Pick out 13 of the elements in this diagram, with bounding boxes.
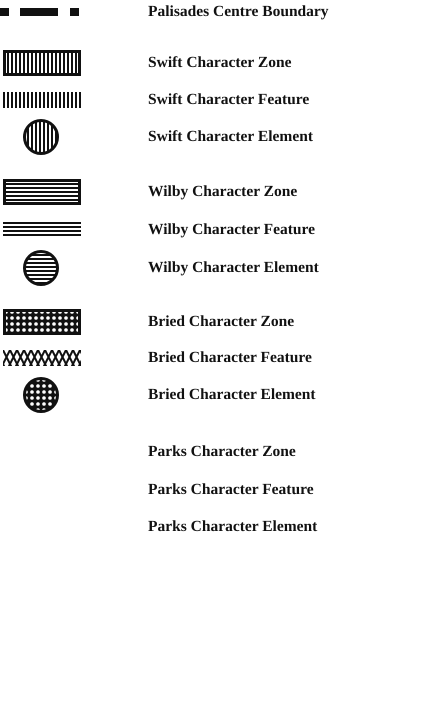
legend-label: Wilby Character Zone <box>148 183 298 201</box>
legend-label: Parks Character Zone <box>148 443 296 461</box>
legend-label: Palisades Centre Boundary <box>148 3 329 21</box>
legend-label: Parks Character Element <box>148 518 318 536</box>
legend-label: Parks Character Feature <box>148 481 314 499</box>
legend-label: Bried Character Element <box>148 386 316 404</box>
legend-label: Swift Character Element <box>148 128 314 146</box>
legend-label: Wilby Character Element <box>148 259 319 277</box>
legend-label: Swift Character Feature <box>148 91 310 109</box>
legend-label: Swift Character Zone <box>148 54 292 72</box>
legend-label: Bried Character Zone <box>148 313 294 331</box>
legend-label: Wilby Character Feature <box>148 221 316 239</box>
legend-label: Bried Character Feature <box>148 349 312 367</box>
